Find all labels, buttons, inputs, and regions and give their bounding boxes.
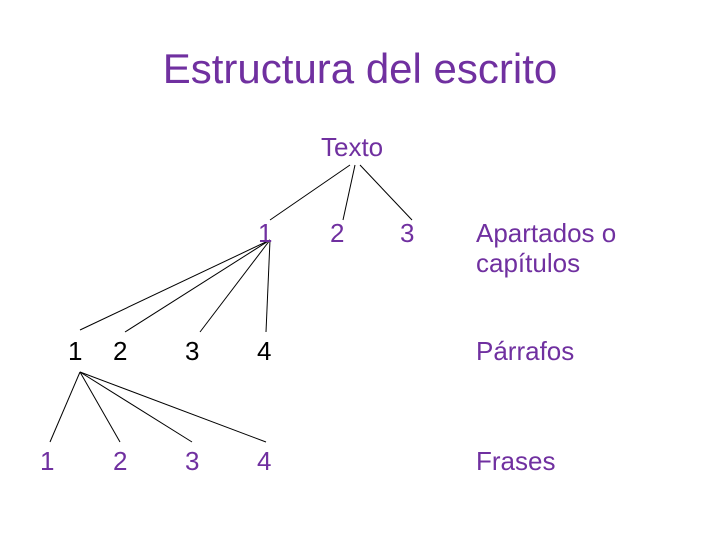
tree-node-l3-2: 2 (113, 446, 128, 476)
tree-node-l3-4: 4 (257, 446, 272, 476)
tree-node-l1-3: 3 (400, 218, 415, 248)
edge-root-l1-3 (359, 164, 413, 221)
tree-node-l3-1: 1 (40, 446, 55, 476)
tree-node-l2-1: 1 (68, 336, 83, 366)
edge-l1-1-l2-2 (124, 239, 271, 333)
edge-l2-1-l3-2 (79, 371, 121, 443)
edge-l1-1-l2-1 (79, 239, 271, 331)
tree-node-l2-4: 4 (257, 336, 272, 366)
edge-l2-1-l3-1 (49, 371, 81, 443)
edge-root-l1-1 (269, 164, 351, 221)
tree-node-l2-3: 3 (185, 336, 200, 366)
tree-node-l1-2: 2 (330, 218, 345, 248)
edge-l1-1-l2-3 (199, 239, 271, 333)
tree-node-l1-1: 1 (258, 218, 273, 248)
level3-label: Frases (476, 446, 556, 476)
level2-label: Párrafos (476, 336, 575, 366)
level1-label: Apartados o capítulos (476, 218, 617, 278)
slide-title: Estructura del escrito (162, 45, 558, 92)
tree-node-l3-3: 3 (185, 446, 200, 476)
tree-node-root: Texto (321, 132, 384, 162)
edge-root-l1-2 (342, 164, 356, 221)
edge-l2-1-l3-4 (79, 371, 267, 443)
edge-l2-1-l3-3 (79, 371, 193, 443)
edge-l1-1-l2-4 (265, 239, 271, 333)
tree-node-l2-2: 2 (113, 336, 128, 366)
